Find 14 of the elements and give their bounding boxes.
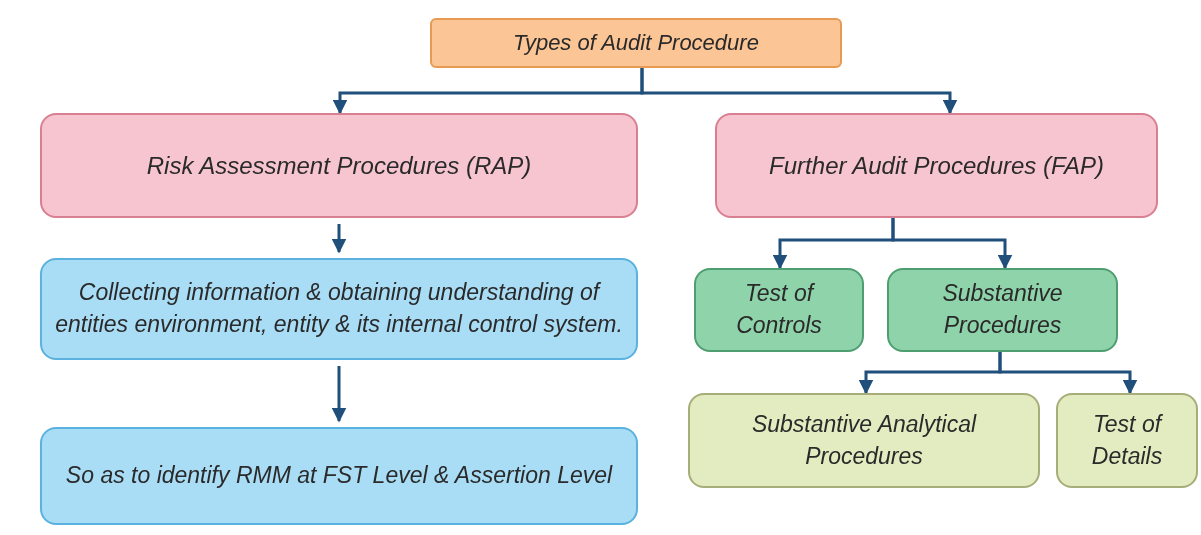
arrow — [640, 68, 958, 115]
title-box: Types of Audit Procedure — [430, 18, 842, 68]
category-box: Risk Assessment Procedures (RAP) — [40, 113, 638, 218]
procedure-box: Substantive Procedures — [887, 268, 1118, 352]
sub-procedure-box: Substantive Analytical Procedures — [688, 393, 1040, 488]
process-box: So as to identify RMM at FST Level & Assertion Level — [40, 427, 638, 525]
procedure-box: Test of Controls — [694, 268, 864, 352]
arrow — [331, 224, 347, 254]
sub-procedure-box: Test of Details — [1056, 393, 1198, 488]
category-box: Further Audit Procedures (FAP) — [715, 113, 1158, 218]
arrow — [998, 352, 1138, 395]
arrow — [331, 366, 347, 423]
arrow — [891, 218, 1013, 270]
process-box: Collecting information & obtaining understanding of entities environment, entity & its internal control system. — [40, 258, 638, 360]
